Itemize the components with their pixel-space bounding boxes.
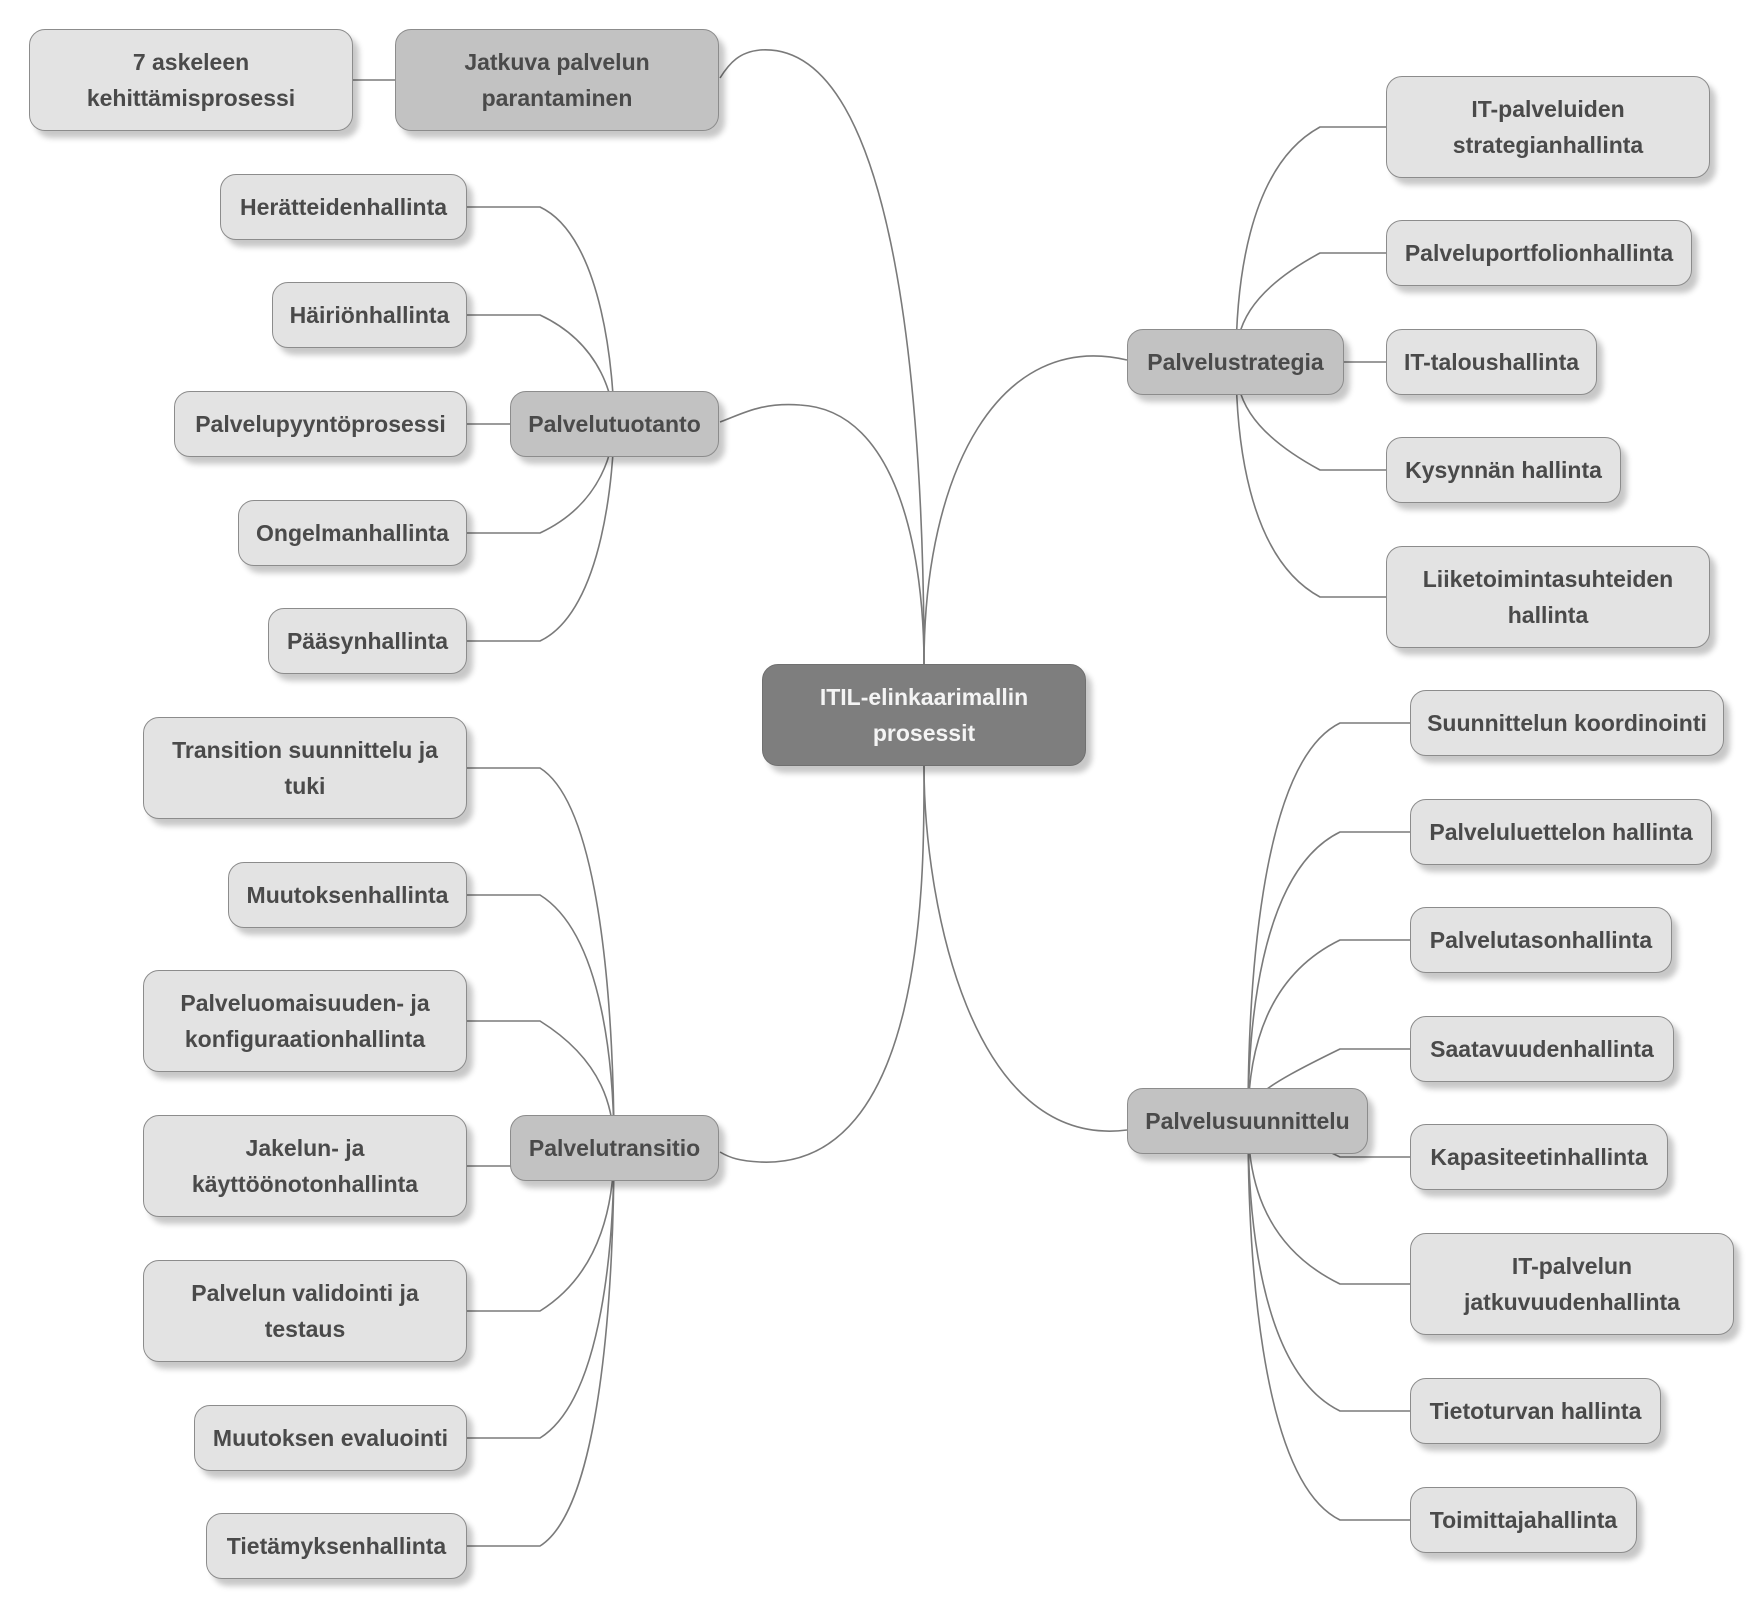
link-root-strategia: [923, 355, 1128, 665]
leaf-palveluomaisuuden-ja-konfiguraationhallinta: Palveluomaisuuden- ja konfiguraationhall…: [143, 970, 467, 1072]
branch-palvelutuotanto: Palvelutuotanto: [510, 391, 719, 457]
leaf-muutoksenhallinta: Muutoksenhallinta: [228, 862, 467, 928]
link-root-transitio: [719, 765, 925, 1163]
branch-palvelusuunnittelu: Palvelusuunnittelu: [1127, 1088, 1368, 1154]
leaf-hairionhallinta: Häiriönhallinta: [272, 282, 467, 348]
link-suunnittelu-7: [1247, 1120, 1410, 1521]
leaf-palvelupyyntoprosessi: Palvelupyyntöprosessi: [174, 391, 467, 457]
leaf-jakelun-ja-kayttoonotonhallinta: Jakelun- ja käyttöönotonhallinta: [143, 1115, 467, 1217]
branch-palvelutransitio: Palvelutransitio: [510, 1115, 719, 1181]
link-transitio-0: [467, 767, 615, 1149]
leaf-it-palveluiden-strategianhallinta: IT-palveluiden strategianhallinta: [1386, 76, 1710, 178]
leaf-saatavuudenhallinta: Saatavuudenhallinta: [1410, 1016, 1674, 1082]
leaf-7-askeleen-kehittamisprosessi: 7 askeleen kehittämisprosessi: [29, 29, 353, 131]
leaf-liiketoimintasuhteiden-hallinta: Liiketoimintasuhteiden hallinta: [1386, 546, 1710, 648]
leaf-tietamyksenhallinta: Tietämyksenhallinta: [206, 1513, 467, 1579]
leaf-suunnittelun-koordinointi: Suunnittelun koordinointi: [1410, 690, 1724, 756]
link-tuotanto-4: [467, 423, 615, 642]
leaf-kapasiteetinhallinta: Kapasiteetinhallinta: [1410, 1124, 1668, 1190]
link-transitio-5: [467, 1147, 615, 1439]
branch-jatkuva-palvelun-parantaminen: Jatkuva palvelun parantaminen: [395, 29, 719, 131]
leaf-toimittajahallinta: Toimittajahallinta: [1410, 1487, 1637, 1553]
leaf-muutoksen-evaluointi: Muutoksen evaluointi: [194, 1405, 467, 1471]
leaf-paasynhallinta: Pääsynhallinta: [268, 608, 467, 674]
link-suunnittelu-0: [1247, 722, 1410, 1122]
link-root-suunnittelu: [923, 765, 1128, 1132]
link-root-tuotanto: [719, 403, 925, 665]
link-transitio-6: [467, 1147, 615, 1547]
leaf-ongelmanhallinta: Ongelmanhallinta: [238, 500, 467, 566]
link-strategia-0: [1235, 126, 1386, 363]
link-transitio-4: [467, 1147, 615, 1312]
leaf-kysynnan-hallinta: Kysynnän hallinta: [1386, 437, 1621, 503]
link-transitio-1: [467, 894, 615, 1149]
link-tuotanto-0: [467, 206, 615, 425]
leaf-palveluportfolionhallinta: Palveluportfolionhallinta: [1386, 220, 1692, 286]
link-suunnittelu-6: [1247, 1120, 1410, 1412]
leaf-palvelun-validointi-ja-testaus: Palvelun validointi ja testaus: [143, 1260, 467, 1362]
link-root-jatkuva: [719, 49, 925, 665]
root-node: ITIL-elinkaarimallin prosessit: [762, 664, 1086, 766]
leaf-heratteidenhallinta: Herätteidenhallinta: [220, 174, 467, 240]
link-suunnittelu-1: [1247, 831, 1410, 1122]
leaf-it-palvelun-jatkuvuudenhallinta: IT-palvelun jatkuvuudenhallinta: [1410, 1233, 1734, 1335]
leaf-it-taloushallinta: IT-taloushallinta: [1386, 329, 1597, 395]
leaf-transition-suunnittelu-ja-tuki: Transition suunnittelu ja tuki: [143, 717, 467, 819]
link-strategia-4: [1235, 361, 1386, 598]
branch-palvelustrategia: Palvelustrategia: [1127, 329, 1344, 395]
leaf-palveluluettelon-hallinta: Palveluluettelon hallinta: [1410, 799, 1712, 865]
leaf-palvelutasonhallinta: Palvelutasonhallinta: [1410, 907, 1672, 973]
link-suunnittelu-5: [1247, 1120, 1410, 1285]
leaf-tietoturvan-hallinta: Tietoturvan hallinta: [1410, 1378, 1661, 1444]
link-suunnittelu-2: [1247, 939, 1410, 1122]
